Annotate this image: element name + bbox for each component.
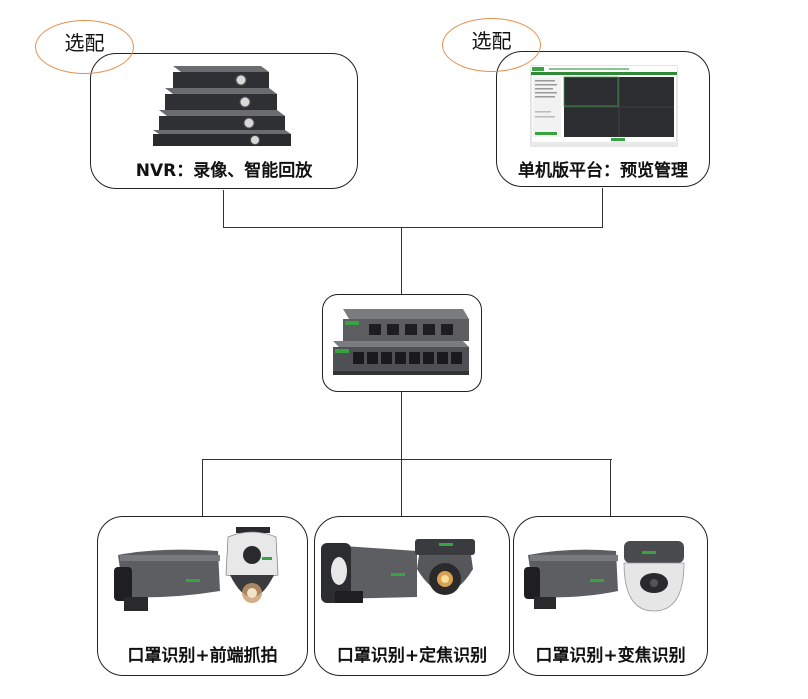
camera-group-2: 口罩识别+定焦识别	[314, 516, 510, 676]
bullet-camera-icon	[114, 549, 220, 611]
wire-to-cam-group-1	[202, 459, 204, 517]
ptz-dome-camera-icon	[225, 527, 279, 603]
camera-group-2-label: 口罩识别+定焦识别	[336, 646, 488, 666]
nvr-node: NVR：录像、智能回放	[90, 53, 358, 189]
wire-nvr-down	[223, 190, 225, 228]
wire-top-horizontal	[223, 227, 603, 229]
wire-to-cam-group-2	[401, 459, 403, 517]
turret-camera-icon	[415, 539, 475, 595]
nvr-stack-icon	[153, 66, 291, 146]
wire-switch-down	[401, 392, 403, 460]
optional-badge-nvr-text: 选配	[64, 31, 105, 55]
platform-screenshot-icon	[530, 65, 678, 147]
camera-group-1-label: 口罩识别+前端抓拍	[127, 646, 278, 666]
camera-group-3-label: 口罩识别+变焦识别	[535, 646, 686, 666]
platform-node: 单机版平台：预览管理	[496, 51, 710, 187]
vandal-dome-camera-icon	[623, 541, 685, 612]
nvr-label: NVR：录像、智能回放	[135, 161, 313, 181]
bullet-camera-icon	[321, 543, 417, 603]
poe-switch-icon	[333, 309, 469, 375]
optional-badge-nvr: 选配	[35, 20, 134, 74]
switch-node	[322, 294, 482, 392]
wire-top-to-switch	[401, 227, 403, 295]
wire-platform-down	[602, 188, 604, 228]
bullet-camera-icon	[524, 549, 618, 609]
optional-badge-platform-text: 选配	[471, 29, 512, 53]
camera-group-1: 口罩识别+前端抓拍	[97, 516, 308, 676]
platform-label: 单机版平台：预览管理	[518, 161, 688, 181]
wire-bottom-horizontal	[202, 459, 612, 461]
camera-group-3: 口罩识别+变焦识别	[513, 516, 708, 676]
optional-badge-platform: 选配	[442, 18, 541, 72]
wire-to-cam-group-3	[610, 459, 612, 517]
